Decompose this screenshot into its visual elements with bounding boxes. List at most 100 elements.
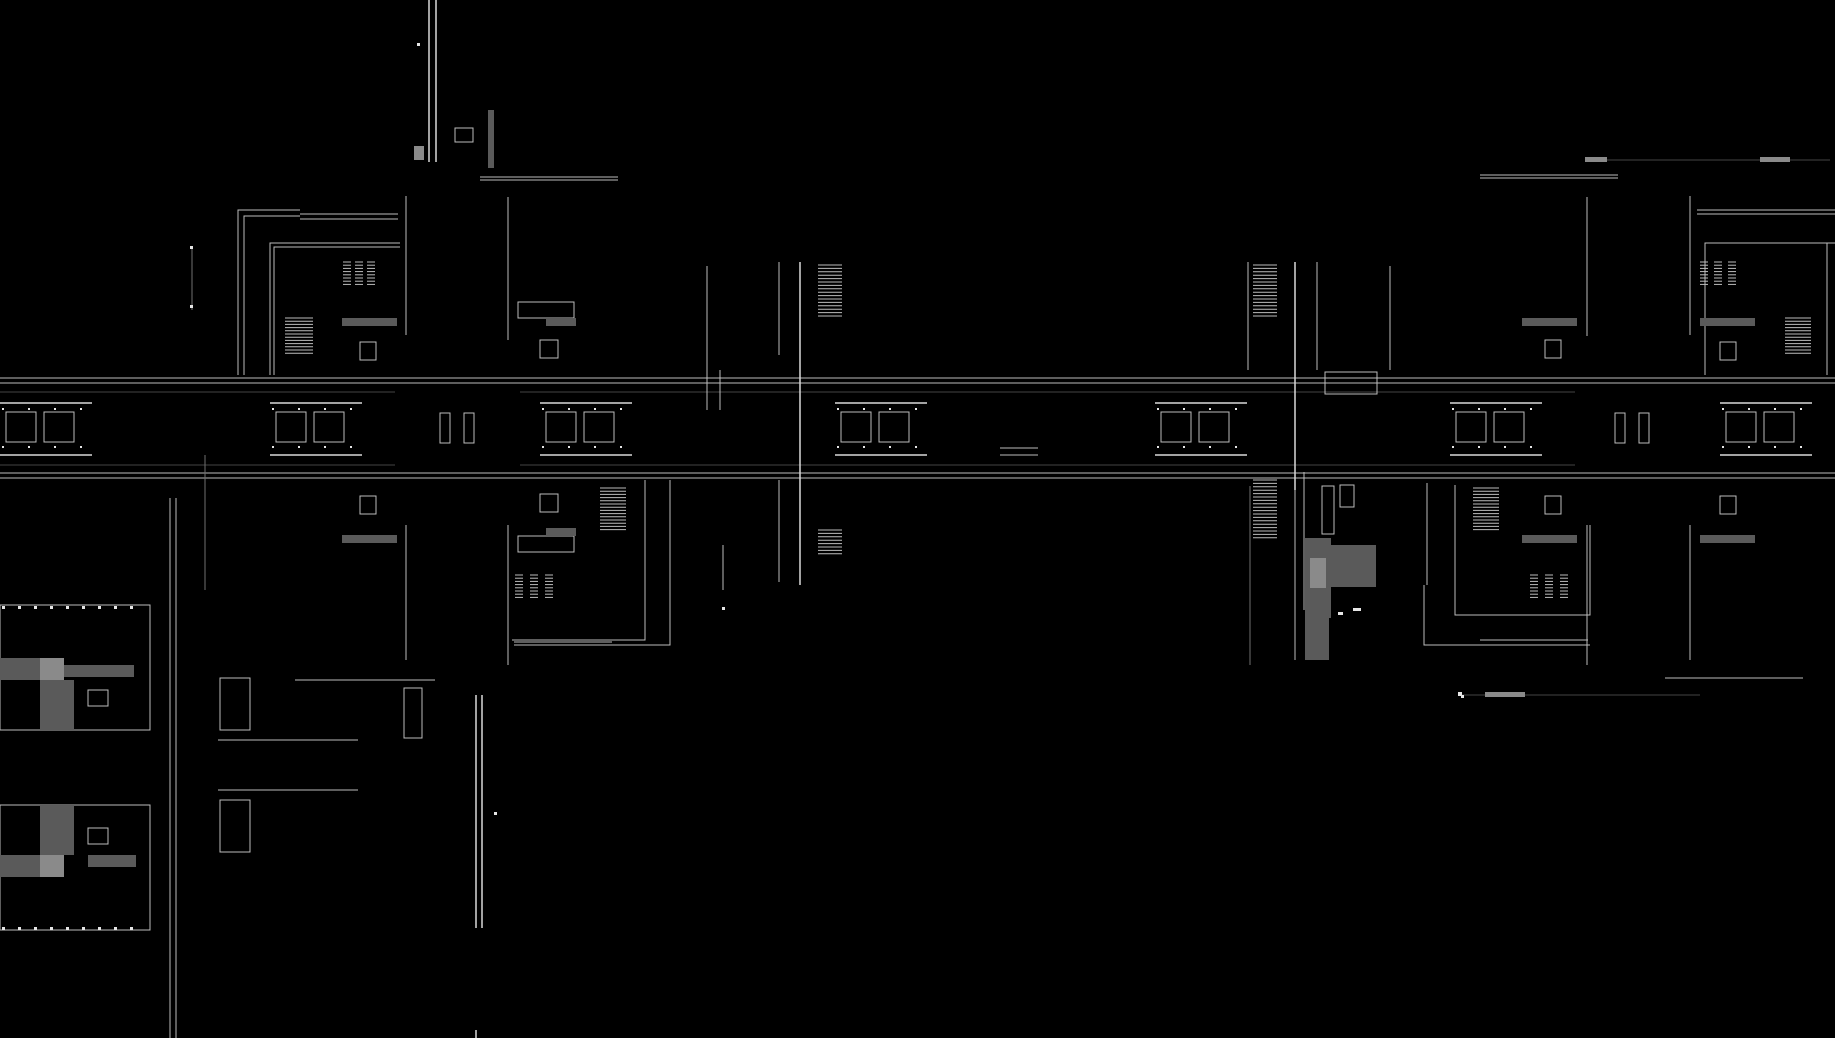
node-dot bbox=[542, 446, 544, 448]
room-cell bbox=[1493, 411, 1525, 443]
column-dot bbox=[114, 927, 117, 930]
room-cell bbox=[583, 411, 615, 443]
node-dot bbox=[1800, 446, 1802, 448]
node-dot bbox=[1504, 408, 1506, 410]
node-dot bbox=[542, 408, 544, 410]
node-dot bbox=[837, 446, 839, 448]
node-dot bbox=[1478, 408, 1480, 410]
node-dot bbox=[350, 408, 352, 410]
room-cell bbox=[840, 411, 872, 443]
node-dot bbox=[1209, 408, 1211, 410]
column-dot bbox=[2, 927, 5, 930]
right-wing-lower bbox=[1423, 483, 1803, 697]
node-dot bbox=[1774, 408, 1776, 410]
node-dot bbox=[272, 446, 274, 448]
node-dot bbox=[837, 408, 839, 410]
column-dot bbox=[82, 927, 85, 930]
centre-left-rooms bbox=[507, 197, 671, 665]
corridor-room-cells bbox=[0, 402, 1812, 456]
right-wing-upper bbox=[1480, 157, 1830, 359]
node-dot bbox=[1157, 408, 1159, 410]
room-cell bbox=[1455, 411, 1487, 443]
column-dot bbox=[130, 606, 133, 609]
room-cell bbox=[1198, 411, 1230, 443]
node-dot bbox=[28, 446, 30, 448]
node-dot bbox=[298, 408, 300, 410]
room-cell bbox=[275, 411, 307, 443]
node-dot bbox=[272, 408, 274, 410]
column-dot bbox=[34, 927, 37, 930]
node-dot bbox=[889, 446, 891, 448]
node-dot bbox=[1504, 446, 1506, 448]
door-pair bbox=[1614, 412, 1626, 444]
door-pair bbox=[1638, 412, 1650, 444]
left-wing-lower bbox=[169, 455, 483, 1038]
centre-right-core bbox=[1249, 371, 1378, 665]
column-dot bbox=[130, 927, 133, 930]
mid-grid-lines bbox=[706, 262, 1391, 590]
node-dot bbox=[1183, 446, 1185, 448]
door-pair bbox=[463, 412, 475, 444]
node-dot bbox=[54, 446, 56, 448]
column-dot bbox=[114, 606, 117, 609]
node-dot bbox=[594, 408, 596, 410]
node-dot bbox=[1183, 408, 1185, 410]
node-dot bbox=[1800, 408, 1802, 410]
node-dot bbox=[1452, 446, 1454, 448]
node-dot bbox=[1530, 446, 1532, 448]
node-dot bbox=[1530, 408, 1532, 410]
node-dot bbox=[863, 446, 865, 448]
column-dot bbox=[18, 606, 21, 609]
far-right-wing bbox=[1473, 196, 1835, 598]
node-dot bbox=[594, 446, 596, 448]
column-dot bbox=[66, 606, 69, 609]
room-cell bbox=[545, 411, 577, 443]
room-cell bbox=[1160, 411, 1192, 443]
door-pair bbox=[439, 412, 451, 444]
room-cell bbox=[1763, 411, 1795, 443]
column-dot bbox=[50, 927, 53, 930]
column-dot bbox=[18, 927, 21, 930]
node-dot bbox=[863, 408, 865, 410]
room-cell bbox=[5, 411, 37, 443]
node-dot bbox=[568, 408, 570, 410]
room-cell bbox=[1725, 411, 1757, 443]
node-dot bbox=[1235, 446, 1237, 448]
node-dot bbox=[1722, 446, 1724, 448]
top-left-shaft bbox=[414, 0, 618, 181]
node-dot bbox=[1722, 408, 1724, 410]
column-dot bbox=[98, 606, 101, 609]
bottom-left-blocks bbox=[0, 604, 151, 931]
column-dot bbox=[66, 927, 69, 930]
node-dot bbox=[1748, 408, 1750, 410]
column-dot bbox=[98, 927, 101, 930]
node-dot bbox=[568, 446, 570, 448]
node-dot bbox=[350, 446, 352, 448]
left-wing-upper bbox=[191, 196, 407, 375]
node-dot bbox=[1774, 446, 1776, 448]
room-cell bbox=[878, 411, 910, 443]
room-cell bbox=[43, 411, 75, 443]
node-dot bbox=[915, 408, 917, 410]
node-dot bbox=[324, 446, 326, 448]
room-cell bbox=[313, 411, 345, 443]
scatter-markers bbox=[190, 43, 1464, 815]
node-dot bbox=[298, 446, 300, 448]
node-dot bbox=[54, 408, 56, 410]
node-dot bbox=[324, 408, 326, 410]
node-dot bbox=[2, 408, 4, 410]
column-dot bbox=[2, 606, 5, 609]
column-dot bbox=[34, 606, 37, 609]
node-dot bbox=[620, 408, 622, 410]
node-dot bbox=[80, 408, 82, 410]
node-dot bbox=[1235, 408, 1237, 410]
node-dot bbox=[1209, 446, 1211, 448]
node-dot bbox=[28, 408, 30, 410]
node-dot bbox=[1478, 446, 1480, 448]
node-dot bbox=[915, 446, 917, 448]
node-dot bbox=[2, 446, 4, 448]
node-dot bbox=[1748, 446, 1750, 448]
column-dot bbox=[50, 606, 53, 609]
